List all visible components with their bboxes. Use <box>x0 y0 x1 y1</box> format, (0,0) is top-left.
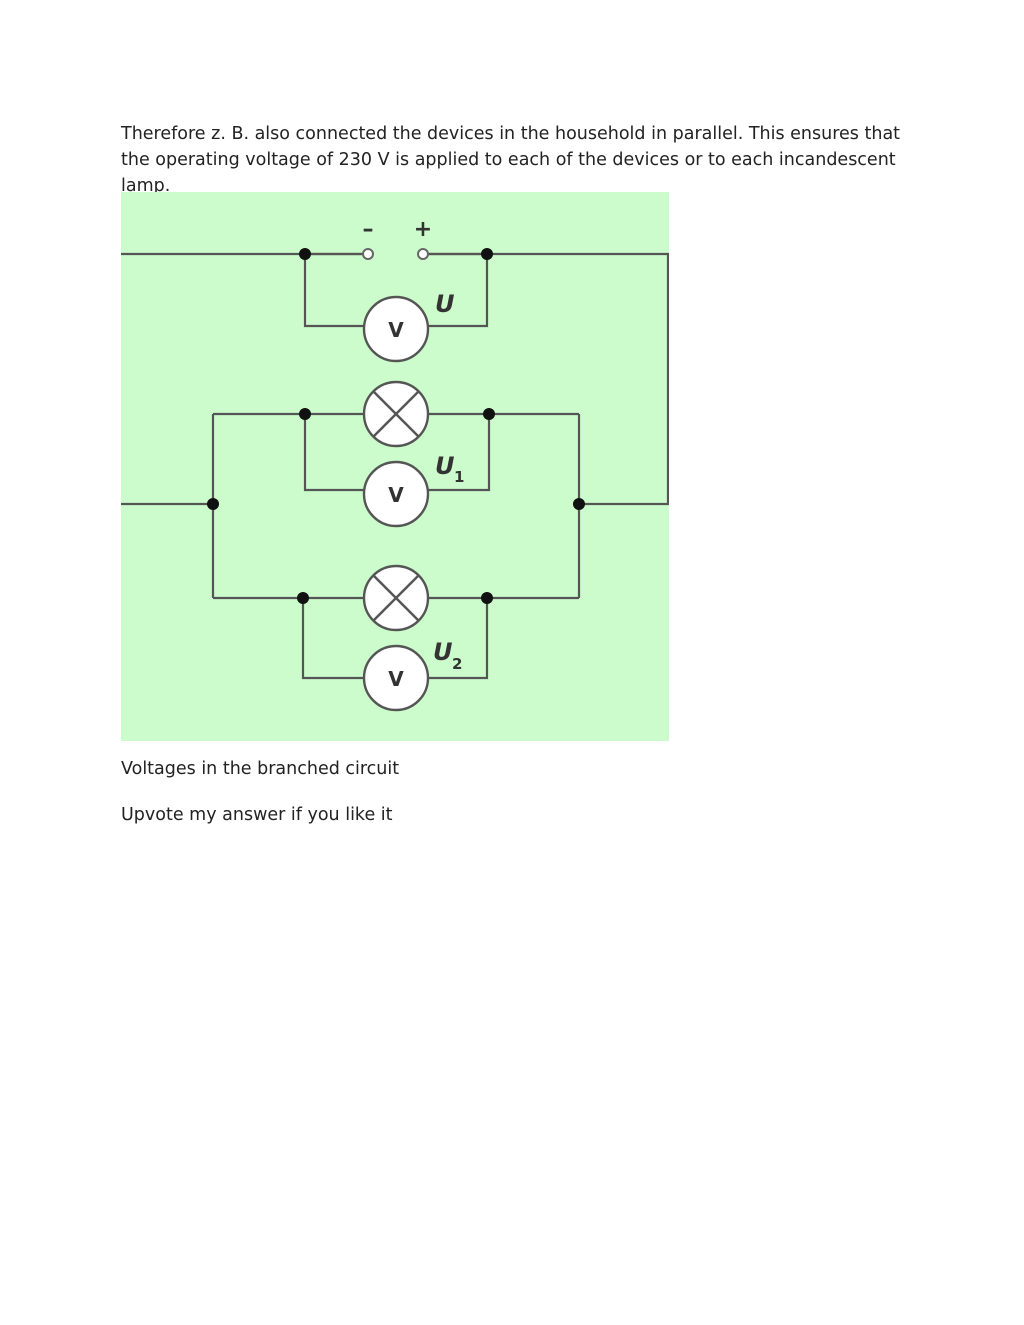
lamp-1 <box>362 380 430 448</box>
plus-terminal <box>417 248 429 260</box>
junction-node <box>481 592 493 604</box>
voltmeter-u: V U <box>362 290 455 363</box>
lamp-2 <box>362 564 430 632</box>
figure-caption: Voltages in the branched circuit <box>121 759 400 779</box>
voltage-label-u2: U <box>433 638 453 666</box>
junction-node <box>297 592 309 604</box>
minus-sign: – <box>363 217 374 242</box>
lamp-cross <box>372 574 420 622</box>
voltmeter-symbol: V <box>388 483 404 507</box>
voltage-label-u1: U <box>435 452 455 480</box>
voltmeter-symbol: V <box>388 318 404 342</box>
junction-node <box>299 248 311 260</box>
voltmeter-u2: V U 2 <box>362 638 462 712</box>
circuit-diagram: – + V U V U 1 V <box>121 192 669 741</box>
plus-sign: + <box>414 217 432 242</box>
junction-node <box>483 408 495 420</box>
voltage-label-u: U <box>435 290 455 318</box>
voltmeter-icon <box>362 460 430 528</box>
intro-paragraph: Therefore z. B. also connected the devic… <box>121 124 901 196</box>
junction-node <box>299 408 311 420</box>
junction-node <box>573 498 585 510</box>
voltmeter-icon <box>362 644 430 712</box>
meter-u2-wire <box>301 598 489 680</box>
minus-terminal <box>362 248 374 260</box>
circuit-diagram-svg: – + V U V U 1 V <box>121 217 669 712</box>
meter-u1-wire <box>303 414 491 492</box>
voltmeter-u1: V U 1 <box>362 452 464 528</box>
closing-line: Upvote my answer if you like it <box>121 805 393 825</box>
voltmeter-symbol: V <box>388 667 404 691</box>
lamp-cross <box>372 390 420 438</box>
voltage-subscript-u1: 1 <box>454 468 464 486</box>
voltmeter-icon <box>362 295 430 363</box>
meter-u-wire <box>303 254 489 328</box>
junction-node <box>481 248 493 260</box>
voltage-subscript-u2: 2 <box>452 655 462 673</box>
junction-node <box>207 498 219 510</box>
